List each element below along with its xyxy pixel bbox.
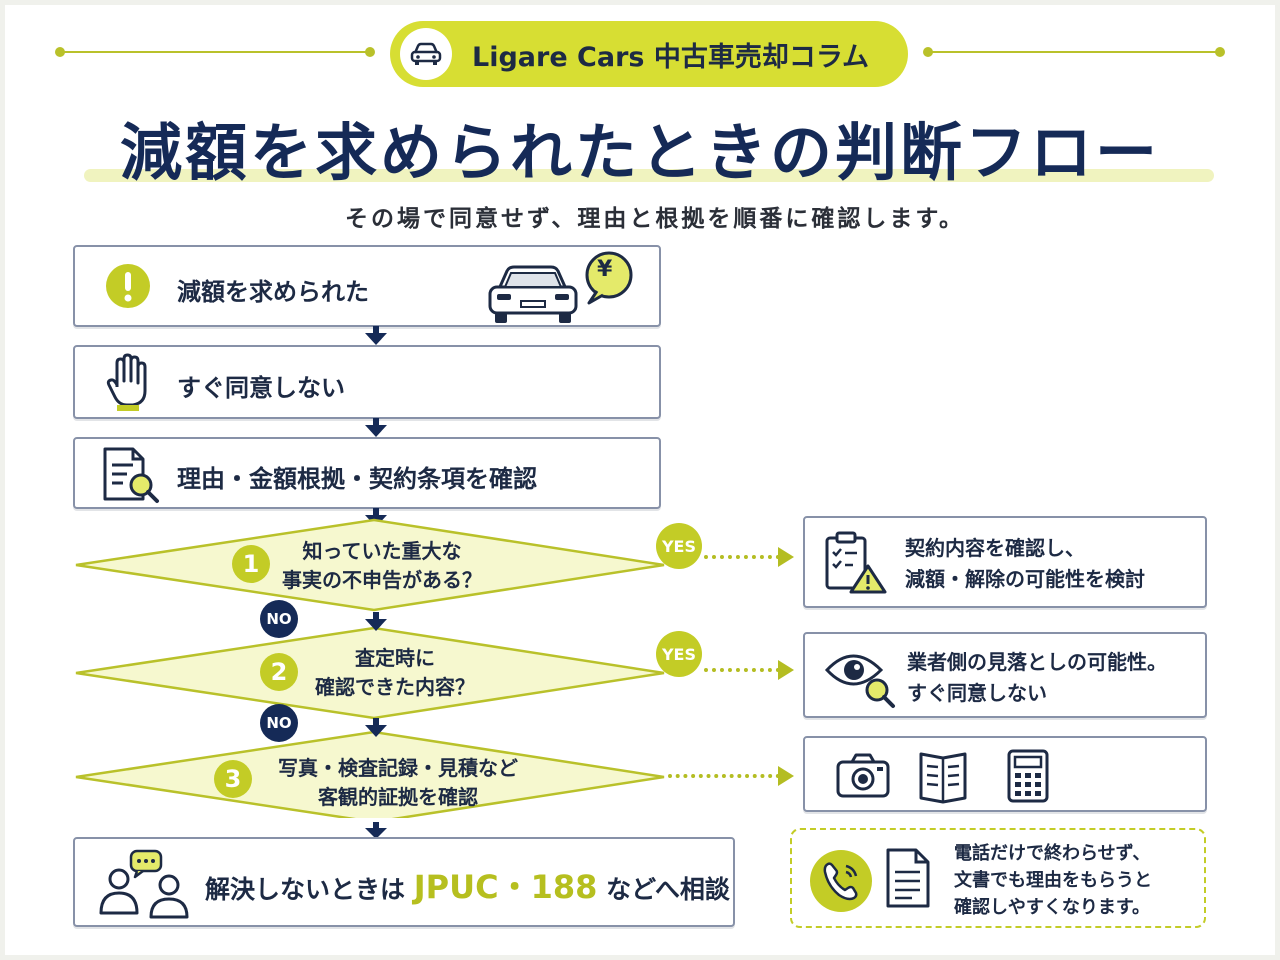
yes-badge-1: YES	[656, 523, 702, 569]
yes-badge-2: YES	[656, 631, 702, 677]
flow-arrow-2	[365, 418, 387, 437]
yes-connector-1	[704, 555, 780, 559]
header-dot-right	[1215, 47, 1225, 57]
eye-search-icon	[824, 654, 895, 708]
decision-number-3: 3	[214, 760, 252, 798]
outcome-oversight-line2: すぐ同意しない	[907, 681, 1047, 705]
decision-diamond-1	[75, 518, 665, 612]
decision-diamond-2	[75, 626, 665, 720]
header-divider-left	[60, 51, 370, 53]
outcome-oversight-text: 業者側の見落としの可能性。 すぐ同意しない	[907, 647, 1167, 709]
header-divider-right	[928, 51, 1220, 53]
clipboard-warning-icon	[825, 531, 887, 594]
step-no-agree-box: すぐ同意しない	[73, 345, 661, 419]
final-prefix: 解決しないときは	[205, 875, 406, 904]
tip-line1: 電話だけで終わらせず、	[954, 843, 1151, 864]
tip-box: 電話だけで終わらせず、 文書でも理由をもらうと 確認しやすくなります。	[790, 828, 1206, 928]
decision-2-line2: 確認できた内容？	[315, 675, 475, 699]
outcome-oversight-box: 業者側の見落としの可能性。 すぐ同意しない	[803, 632, 1207, 718]
page-title: 減額を求められたときの判断フロー	[119, 116, 1160, 189]
phone-icon	[810, 850, 872, 912]
final-highlight-orgs: JPUC・188	[413, 868, 598, 906]
decision-diamonds	[75, 518, 665, 818]
evidence-arrow	[778, 766, 794, 786]
outcome-contract-line1: 契約内容を確認し、	[905, 536, 1085, 560]
paper-document-icon	[886, 848, 930, 908]
step-demand-label: 減額を求められた	[177, 278, 369, 306]
final-consult-box: 解決しないときは JPUC・188 などへ相談	[73, 837, 735, 927]
header-dot-right-inner	[923, 47, 933, 57]
no-badge-2: NO	[260, 704, 298, 742]
flow-arrow-1	[365, 326, 387, 345]
document-icon	[919, 752, 967, 804]
final-consult-text: 解決しないときは JPUC・188 などへ相談	[205, 862, 730, 908]
outcome-evidence-box	[803, 736, 1207, 812]
outcome-contract-text: 契約内容を確認し、 減額・解除の可能性を検討	[905, 533, 1145, 595]
header-dot-left-inner	[365, 47, 375, 57]
tip-text: 電話だけで終わらせず、 文書でも理由をもらうと 確認しやすくなります。	[954, 840, 1152, 921]
brand-label: Ligare Cars 中古車売却コラム	[472, 41, 870, 73]
decision-3-line1: 写真・検査記録・見積など	[278, 756, 518, 780]
decision-3-line2: 客観的証拠を確認	[318, 785, 478, 809]
camera-icon	[836, 753, 890, 798]
document-search-icon	[103, 447, 159, 503]
flow-arrow-5	[365, 718, 387, 737]
tip-line2: 文書でも理由をもらうと	[954, 870, 1152, 891]
step-check-reason-label: 理由・金額根拠・契約条項を確認	[177, 465, 537, 493]
decision-2-text: 査定時に 確認できた内容？	[290, 644, 500, 702]
header-dot-left	[55, 47, 65, 57]
car-yen-icon	[488, 251, 633, 323]
tip-line3: 確認しやすくなります。	[954, 897, 1151, 918]
outcome-contract-box: 契約内容を確認し、 減額・解除の可能性を検討	[803, 516, 1207, 608]
step-check-reason-box: 理由・金額根拠・契約条項を確認	[73, 437, 661, 509]
outcome-oversight-line1: 業者側の見落としの可能性。	[907, 650, 1167, 674]
decision-number-2: 2	[260, 653, 298, 691]
yen-symbol: ¥	[597, 257, 613, 282]
exclamation-icon	[106, 264, 150, 308]
yes-arrow-1	[778, 547, 794, 567]
outcome-contract-line2: 減額・解除の可能性を検討	[905, 567, 1145, 591]
title-highlight-band	[84, 169, 1214, 182]
consult-people-icon	[99, 849, 189, 919]
decision-diamond-3	[75, 730, 665, 818]
car-icon	[400, 28, 452, 80]
no-badge-1: NO	[260, 600, 298, 638]
decision-3-text: 写真・検査記録・見積など 客観的証拠を確認	[258, 754, 538, 812]
flow-arrow-6	[365, 822, 387, 839]
calculator-icon	[1007, 749, 1049, 803]
decision-1-line2: 事実の不申告がある？	[282, 568, 482, 592]
decision-1-line1: 知っていた重大な	[302, 539, 462, 563]
step-demand-box: 減額を求められた ¥	[73, 245, 661, 327]
flow-arrow-4	[365, 612, 387, 631]
yes-arrow-2	[778, 660, 794, 680]
step-no-agree-label: すぐ同意しない	[177, 374, 345, 402]
page-subtitle: その場で同意せず、理由と根拠を順番に確認します。	[344, 206, 966, 232]
decision-2-line1: 査定時に	[355, 646, 435, 670]
hand-stop-icon	[106, 353, 147, 411]
brand-header: Ligare Cars 中古車売却コラム	[390, 21, 908, 87]
decision-number-1: 1	[232, 545, 270, 583]
evidence-connector	[668, 774, 780, 778]
decision-1-text: 知っていた重大な 事実の不申告がある？	[272, 537, 492, 595]
final-suffix: などへ相談	[606, 875, 730, 904]
yes-connector-2	[704, 668, 780, 672]
